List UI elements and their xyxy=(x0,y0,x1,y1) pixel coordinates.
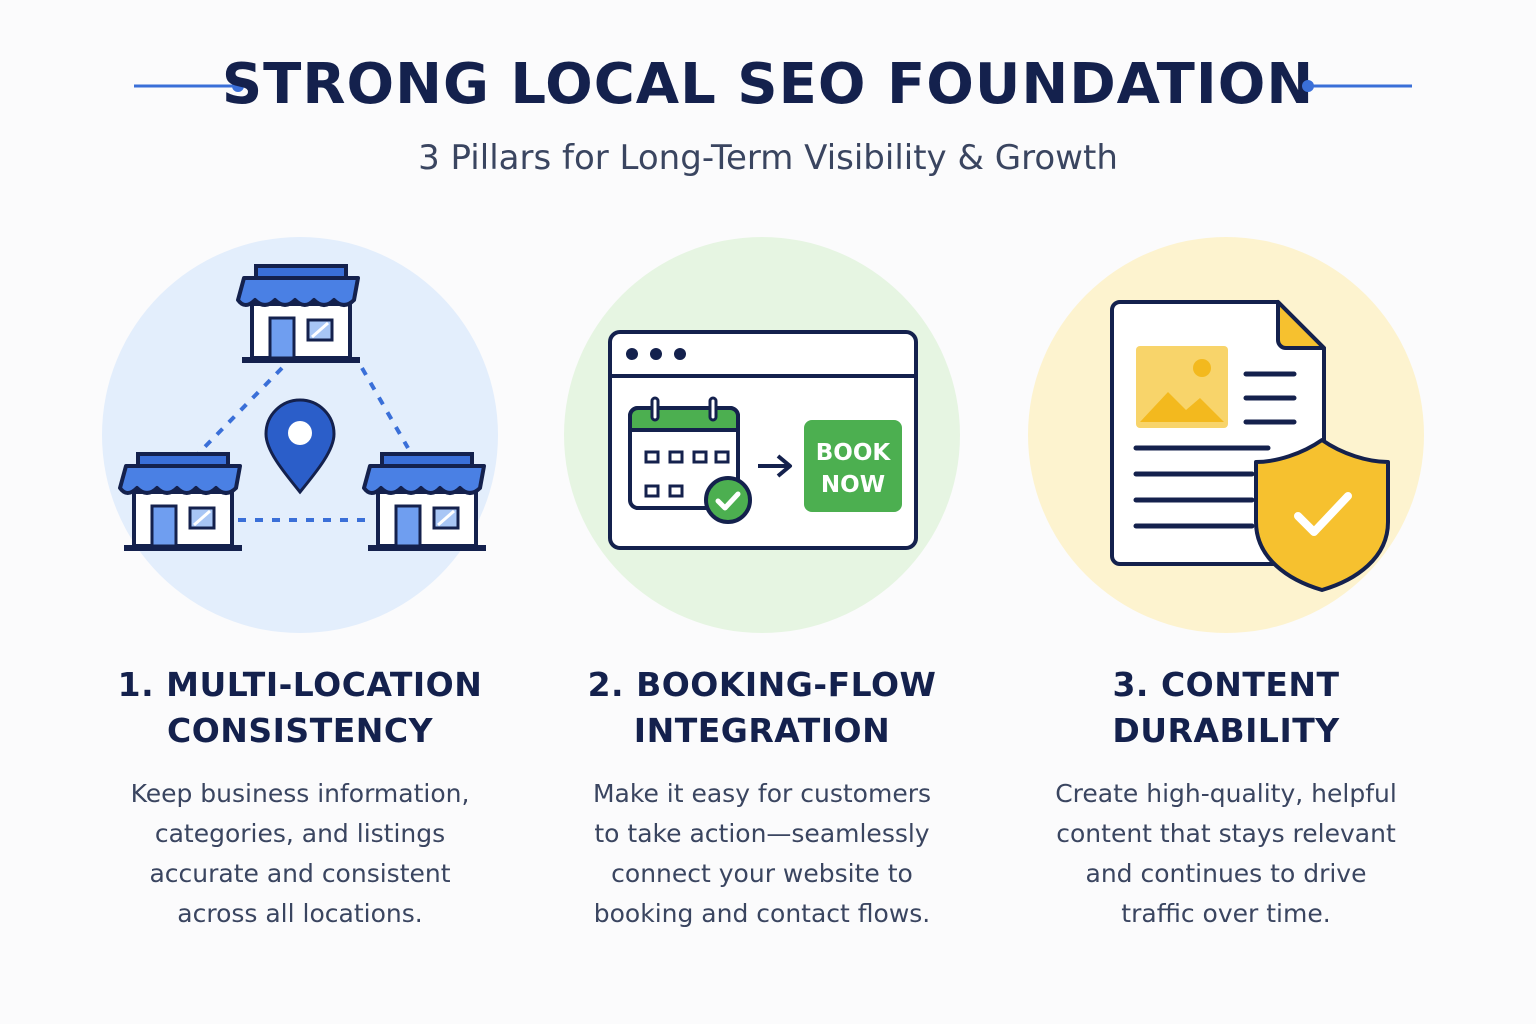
page-title: STRONG LOCAL SEO FOUNDATION xyxy=(221,52,1315,117)
page-subtitle: 3 Pillars for Long-Term Visibility & Gro… xyxy=(418,138,1118,178)
pillar-desc-line: and continues to drive xyxy=(1085,859,1367,888)
pillar-title-line: DURABILITY xyxy=(1112,711,1340,750)
pillar-desc-line: accurate and consistent xyxy=(149,859,451,888)
pillar-title: 2. BOOKING-FLOW INTEGRATION xyxy=(532,662,992,754)
pillar-desc-line: connect your website to xyxy=(611,859,913,888)
pillar-desc-line: to take action—seamlessly xyxy=(594,819,930,848)
pillar-desc-line: booking and contact flows. xyxy=(593,899,931,928)
pillar-title: 3. CONTENT DURABILITY xyxy=(996,662,1456,754)
pillar-desc-line: categories, and listings xyxy=(154,819,446,848)
pillar-desc-line: across all locations. xyxy=(177,899,423,928)
booking-window-icon: BOOK NOW xyxy=(564,237,960,633)
title-decoration-right xyxy=(1302,80,1412,92)
pillar-desc-line: content that stays relevant xyxy=(1056,819,1396,848)
pillar-title-line: 1. MULTI-LOCATION xyxy=(117,665,483,704)
document-shield-icon xyxy=(1028,237,1424,633)
pillar-desc-line: traffic over time. xyxy=(1121,899,1331,928)
pillar-title-line: CONSISTENCY xyxy=(167,711,433,750)
pillar-title: 1. MULTI-LOCATION CONSISTENCY xyxy=(70,662,530,754)
pillar-description: Create high-quality, helpful content tha… xyxy=(996,774,1456,934)
storefronts-network-icon xyxy=(102,237,498,633)
pillar-title-line: 3. CONTENT xyxy=(1112,665,1340,704)
pillar-description: Keep business information, categories, a… xyxy=(70,774,530,934)
book-now-line: NOW xyxy=(821,472,885,498)
pillar-title-line: INTEGRATION xyxy=(633,711,891,750)
pillar-title-line: 2. BOOKING-FLOW xyxy=(587,665,937,704)
pillar-description: Make it easy for customers to take actio… xyxy=(532,774,992,934)
pillar-desc-line: Keep business information, xyxy=(130,779,470,808)
header: STRONG LOCAL SEO FOUNDATION 3 Pillars fo… xyxy=(0,0,1536,200)
title-decoration-left xyxy=(134,80,244,92)
pillar-desc-line: Make it easy for customers xyxy=(592,779,932,808)
book-now-line: BOOK xyxy=(816,440,892,466)
pillar-desc-line: Create high-quality, helpful xyxy=(1055,779,1397,808)
